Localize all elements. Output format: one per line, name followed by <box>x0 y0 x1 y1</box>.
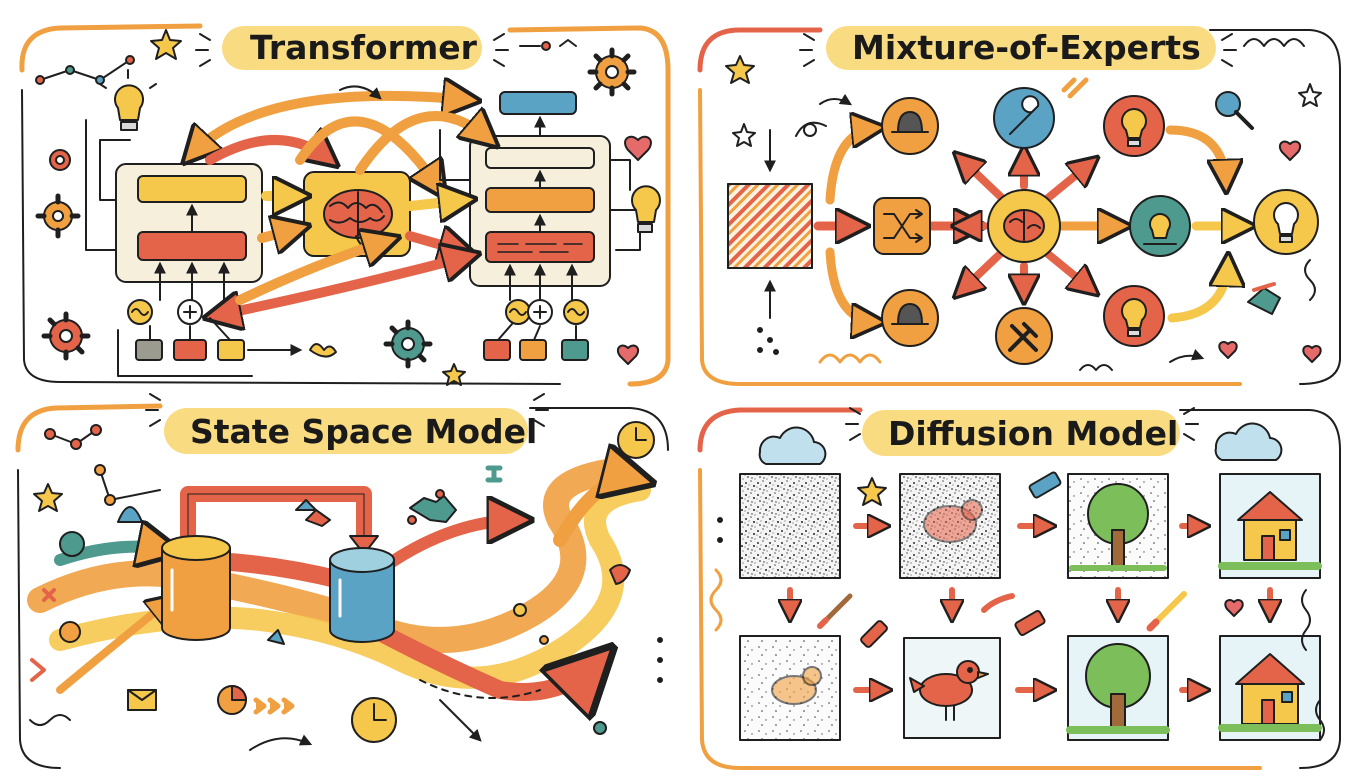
heart-icon <box>1280 142 1300 160</box>
star-icon <box>443 364 465 385</box>
expert-node <box>994 88 1054 148</box>
token-3 <box>218 340 244 360</box>
eraser-icon <box>1029 471 1062 498</box>
star-icon <box>151 30 181 59</box>
cylinder-icon <box>162 536 230 640</box>
encoder-attention-layer <box>138 232 246 260</box>
gear-icon <box>44 314 88 358</box>
gear-icon <box>386 322 430 366</box>
star-icon <box>726 56 754 83</box>
expert-node <box>882 98 938 154</box>
magnifier-icon <box>1216 92 1252 128</box>
output-node <box>1254 190 1318 254</box>
output-layer <box>500 92 576 114</box>
heart-icon <box>1219 342 1236 358</box>
clock-icon <box>618 422 654 458</box>
transformer-title: Transformer <box>232 26 495 69</box>
star-icon <box>34 484 62 511</box>
gear-icon <box>590 50 634 94</box>
cloud-icon <box>760 428 826 464</box>
encoder-ffn-layer <box>138 176 246 202</box>
decoder-attention-layer <box>486 232 594 262</box>
input-tile <box>728 184 812 268</box>
token-2 <box>174 340 206 360</box>
lightbulb-icon <box>632 186 660 232</box>
decoder-ffn-layer <box>486 148 594 168</box>
moe-title: Mixture-of-Experts <box>834 26 1219 69</box>
heart-icon <box>625 137 651 160</box>
expert-node <box>1104 286 1164 346</box>
brush-icon <box>820 596 850 626</box>
diffusion-panel <box>711 408 1324 740</box>
expert-node <box>1130 196 1190 256</box>
brush-icon <box>1150 594 1184 628</box>
brain-icon <box>1004 210 1044 242</box>
transformer-panel <box>36 30 660 385</box>
gear-icon <box>38 196 78 236</box>
star-icon <box>858 478 886 505</box>
lightbulb-icon <box>1150 214 1170 238</box>
decoder-norm-layer <box>486 188 594 212</box>
cloud-icon <box>1216 424 1282 460</box>
heart-icon <box>1303 346 1320 362</box>
expert-node <box>882 290 938 346</box>
ssm-title: State Space Model <box>172 410 555 453</box>
gear-icon <box>50 150 70 170</box>
clock-icon <box>352 698 396 742</box>
diffusion-title: Diffusion Model <box>870 412 1196 455</box>
moe-panel <box>726 34 1321 370</box>
heart-icon <box>1225 600 1242 616</box>
eraser-icon <box>860 620 888 648</box>
star-icon <box>1299 84 1321 106</box>
pie-icon <box>218 686 246 714</box>
eraser-icon <box>1014 610 1045 636</box>
heart-icon <box>618 346 638 364</box>
expert-node <box>996 308 1052 364</box>
lightbulb-icon <box>100 70 156 130</box>
expert-node <box>1104 96 1164 156</box>
token-1 <box>136 340 162 360</box>
star-icon <box>733 124 755 146</box>
noise-tile <box>740 474 840 578</box>
cylinder-icon <box>330 548 394 642</box>
